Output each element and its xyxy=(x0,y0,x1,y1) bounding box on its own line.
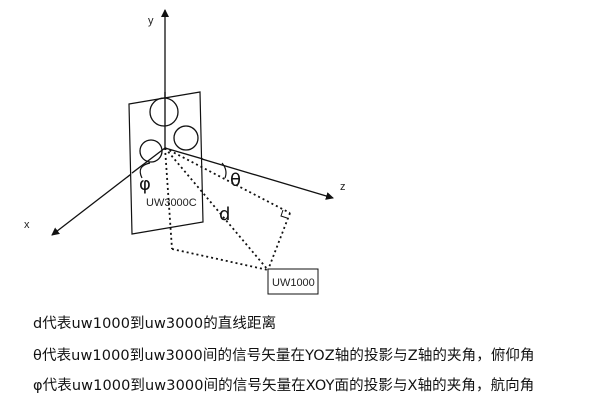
distance-symbol: d xyxy=(219,204,230,225)
theta-symbol: θ xyxy=(230,170,241,191)
antenna-circle-right xyxy=(173,125,199,151)
uw3000c-label: UW3000C xyxy=(146,197,197,209)
uw1000-box xyxy=(267,268,319,295)
description-pitch-angle: θ代表uw1000到uw3000间的信号矢量在YOZ轴的投影与Z轴的夹角，俯仰角 xyxy=(33,348,535,364)
x-axis-label: x xyxy=(24,219,30,231)
coordinate-diagram: y z x UW3000C φ θ d UW1000 xyxy=(24,9,346,295)
description-heading-angle: φ代表uw1000到uw3000间的信号矢量在XOY面的投影与X轴的夹角，航向角 xyxy=(33,378,535,394)
right-angle-marker xyxy=(280,209,288,219)
z-axis-label: z xyxy=(340,181,346,193)
phi-angle-arc xyxy=(139,162,151,179)
phi-symbol: φ xyxy=(139,174,151,195)
projection-lines xyxy=(164,147,291,271)
theta-angle-arc xyxy=(221,162,227,179)
uw1000-label: UW1000 xyxy=(272,277,315,289)
y-axis-label: y xyxy=(148,15,154,27)
description-distance: d代表uw1000到uw3000的直线距离 xyxy=(33,316,277,332)
antenna-circle-top xyxy=(149,97,179,127)
